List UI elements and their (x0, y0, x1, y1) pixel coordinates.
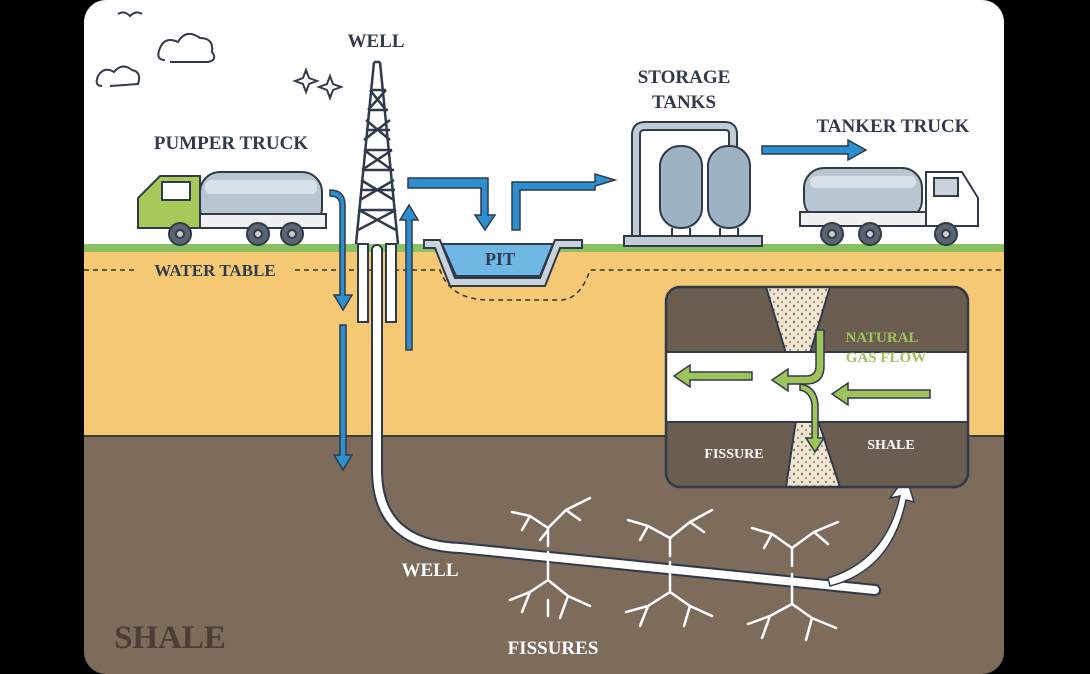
water-table-label: WATER TABLE (154, 261, 275, 280)
gas-flow-arrows (672, 329, 931, 454)
inset-closeup (664, 285, 970, 489)
flow-to-tanker-arrow (761, 138, 868, 162)
tanker-truck-label: TANKER TRUCK (817, 116, 970, 137)
inset-fissure-label: FISSURE (704, 447, 763, 462)
storage-tanks-label-line2: TANKS (652, 92, 716, 113)
pit-icon (423, 239, 583, 287)
storage-tanks-icon (623, 121, 763, 247)
inset-natural-gas-label-line2: GAS FLOW (846, 350, 926, 366)
well-casing (357, 243, 397, 323)
inset-shale-label: SHALE (867, 438, 914, 453)
well-top-label: WELL (347, 31, 404, 52)
pit-label: PIT (485, 249, 515, 269)
flow-to-pit-arrow (407, 177, 497, 232)
cloud-icon (95, 32, 216, 87)
pumper-truck-label: PUMPER TRUCK (154, 133, 309, 154)
sparkle-icon (292, 67, 344, 101)
water-table-line (84, 269, 1004, 301)
well-bottom-label: WELL (401, 560, 458, 581)
storage-tanks-label-line1: STORAGE (638, 67, 731, 88)
inset-well-bore (666, 351, 968, 423)
shale-label: SHALE (114, 620, 226, 656)
bird-icon (117, 11, 143, 18)
fissures-label: FISSURES (508, 638, 599, 659)
tanker-truck-icon (799, 167, 979, 246)
inset-well-label: WELL (679, 404, 721, 419)
pumper-truck-icon (137, 171, 327, 246)
flowback-arrow (398, 203, 420, 351)
fissures-icon (508, 496, 840, 642)
flow-to-storage-arrow (511, 172, 618, 231)
injection-arrow (329, 189, 354, 472)
inset-natural-gas-label-line1: NATURAL (845, 330, 918, 346)
derrick-tower-icon (354, 60, 400, 245)
